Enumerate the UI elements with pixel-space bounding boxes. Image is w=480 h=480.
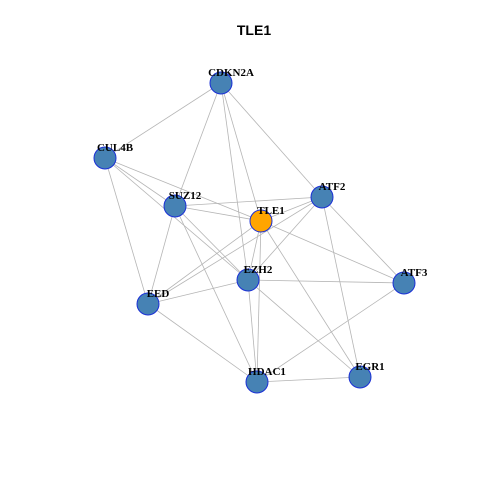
node-label-eed: EED [147, 288, 170, 300]
node-tle1 [249, 209, 273, 233]
edge-cul4b-ezh2 [104, 157, 249, 281]
edge-cul4b-tle1 [104, 157, 262, 222]
edge-tle1-hdac1 [256, 220, 262, 383]
edge-atf2-eed [147, 196, 323, 305]
node-label-cdkn2a: CDKN2A [208, 67, 254, 79]
node-label-tle1: TLE1 [257, 205, 285, 217]
edge-cdkn2a-cul4b [104, 82, 222, 159]
edge-atf2-egr1 [321, 196, 361, 378]
node-eed [136, 292, 160, 316]
edge-cul4b-suz12 [104, 157, 176, 207]
edge-cdkn2a-atf2 [220, 82, 323, 198]
node-label-cul4b: CUL4B [97, 142, 134, 154]
diagram-title: TLE1 [237, 22, 271, 38]
edge-suz12-atf2 [174, 196, 323, 207]
edge-cdkn2a-tle1 [220, 82, 262, 222]
edge-ezh2-hdac1 [247, 279, 258, 383]
node-hdac1 [245, 370, 269, 394]
node-ezh2 [236, 268, 260, 292]
node-suz12 [163, 194, 187, 218]
node-egr1 [348, 365, 372, 389]
edge-suz12-ezh2 [174, 205, 249, 281]
edge-cdkn2a-suz12 [174, 82, 222, 207]
edge-suz12-hdac1 [174, 205, 258, 383]
edge-tle1-egr1 [260, 220, 361, 378]
edge-cdkn2a-ezh2 [220, 82, 249, 281]
edge-hdac1-egr1 [256, 376, 361, 383]
edge-ezh2-egr1 [247, 279, 361, 378]
edge-ezh2-atf3 [247, 279, 405, 284]
node-cul4b [93, 146, 117, 170]
edge-suz12-tle1 [174, 205, 262, 222]
edge-tle1-eed [147, 220, 262, 305]
node-atf2 [310, 185, 334, 209]
edge-eed-hdac1 [147, 303, 258, 383]
edge-ezh2-eed [147, 279, 249, 305]
node-label-ezh2: EZH2 [244, 264, 273, 276]
node-label-atf3: ATF3 [401, 267, 428, 279]
node-label-atf2: ATF2 [319, 181, 346, 193]
node-label-hdac1: HDAC1 [248, 366, 286, 378]
edge-hdac1-atf3 [256, 282, 405, 383]
node-layer [93, 71, 416, 394]
edge-cul4b-eed [104, 157, 149, 305]
edge-suz12-eed [147, 205, 176, 305]
edge-atf2-ezh2 [247, 196, 323, 281]
node-label-suz12: SUZ12 [169, 190, 202, 202]
node-label-egr1: EGR1 [355, 361, 384, 373]
edge-tle1-atf3 [260, 220, 405, 284]
edge-atf2-atf3 [321, 196, 405, 284]
node-atf3 [392, 271, 416, 295]
node-cdkn2a [209, 71, 233, 95]
edge-layer [104, 82, 405, 383]
